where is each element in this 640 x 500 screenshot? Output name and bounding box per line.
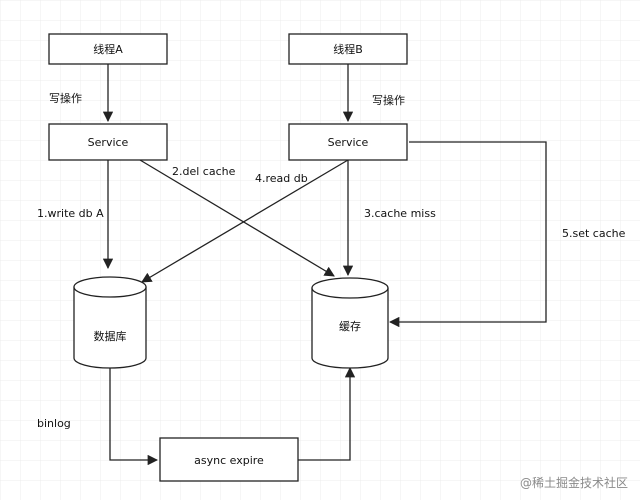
service-a-node: Service (48, 123, 168, 161)
binlog-label: binlog (37, 417, 71, 430)
watermark-text: @稀土掘金技术社区 (520, 475, 628, 490)
edge-async-expire-cache (298, 366, 356, 461)
database-cylinder: 数据库 (73, 276, 147, 369)
database-label: 数据库 (94, 329, 127, 343)
edge-set-cache (388, 141, 547, 328)
edge-binlog (109, 368, 159, 466)
cache-label: 缓存 (339, 319, 361, 333)
set-cache-label: 5.set cache (562, 227, 626, 240)
cache-cylinder: 缓存 (311, 277, 389, 369)
write-op-b-label: 写操作 (372, 93, 405, 107)
edge-read-db (141, 159, 349, 283)
cache-miss-label: 3.cache miss (364, 207, 436, 220)
thread-a-label: 线程A (93, 42, 123, 56)
read-db-label: 4.read db (255, 172, 308, 185)
thread-a-node: 线程A (48, 33, 168, 65)
del-cache-label: 2.del cache (172, 165, 236, 178)
service-b-label: Service (328, 136, 369, 149)
service-a-label: Service (88, 136, 129, 149)
async-expire-node: async expire (159, 437, 299, 482)
write-db-label: 1.write db A (37, 207, 104, 220)
thread-b-label: 线程B (333, 42, 363, 56)
service-b-node: Service (288, 123, 408, 161)
edge-del-cache (139, 159, 335, 277)
thread-b-node: 线程B (288, 33, 408, 65)
async-expire-label: async expire (194, 454, 264, 467)
write-op-a-label: 写操作 (49, 91, 82, 105)
